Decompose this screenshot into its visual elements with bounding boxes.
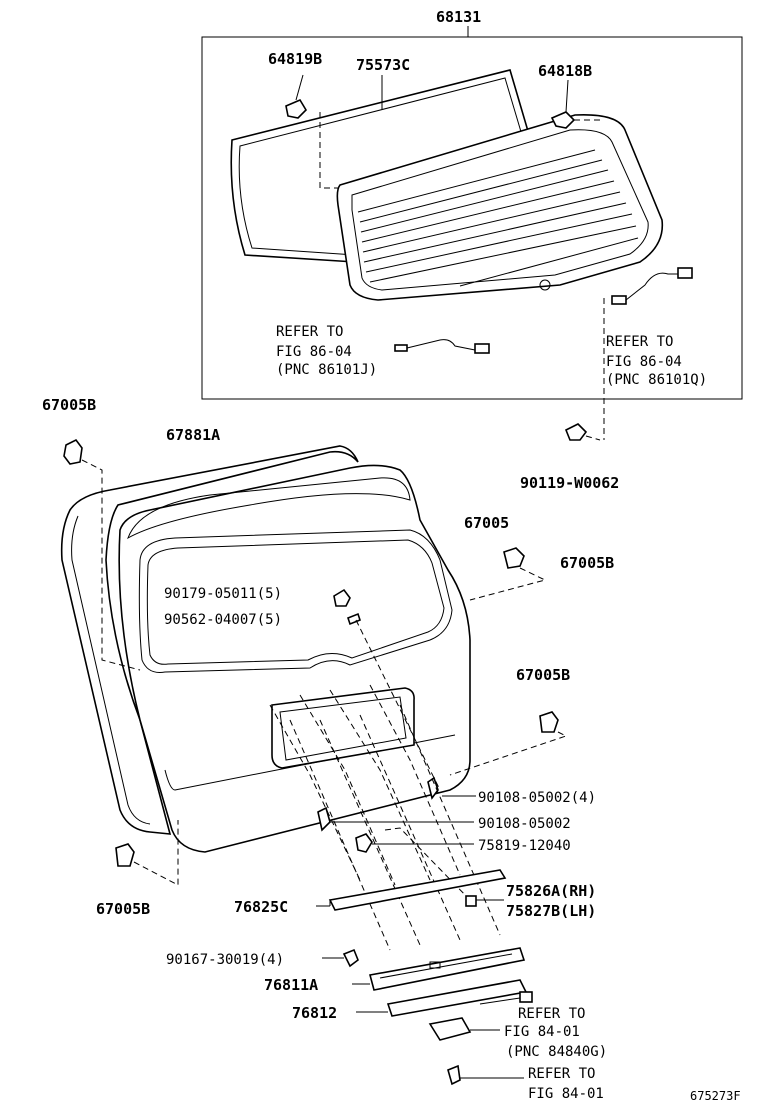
screw-90167-icon [322, 948, 359, 968]
wire-harness-right [603, 267, 693, 440]
label-75826a: 75826A(RH) [506, 882, 596, 900]
screw-90108-b-icon [317, 806, 474, 832]
emblem-75826a-icon [465, 895, 504, 907]
washer-90562-icon [347, 612, 441, 791]
label-67005b-c: 67005B [516, 666, 570, 684]
label-67005b-b: 67005B [560, 554, 614, 572]
label-76811a: 76811A [264, 976, 318, 994]
nut-90179-icon [333, 588, 351, 607]
label-67005b-d: 67005B [96, 900, 150, 918]
wire-harness-left [394, 339, 490, 354]
label-67881a: 67881A [166, 426, 220, 444]
ref-left-line1: REFER TO [276, 324, 343, 340]
label-90108-a: 90108-05002(4) [478, 790, 596, 806]
ref-right-line3: (PNC 86101Q) [606, 372, 707, 388]
ref-bottom1-line1: REFER TO [518, 1006, 585, 1022]
label-68131: 68131 [436, 8, 481, 26]
ref-bottom2-line1: REFER TO [528, 1066, 595, 1082]
clip-75819-icon [355, 833, 474, 853]
ref-bottom1-line2: FIG 84-01 [504, 1024, 580, 1040]
grommet-67005b-d-icon [115, 820, 179, 886]
ref-right-line2: FIG 86-04 [606, 354, 682, 370]
garnish-76811a [352, 947, 526, 991]
ref-bottom1-line3: (PNC 84840G) [506, 1044, 607, 1060]
back-window-glass [336, 113, 664, 301]
clip-64819b-icon [285, 74, 338, 189]
screw-bottom-icon [447, 1064, 524, 1086]
label-90562: 90562-04007(5) [164, 612, 282, 628]
ref-bottom2-line2: FIG 84-01 [528, 1086, 604, 1102]
grommet-67005b-a-icon [63, 438, 141, 671]
explode-lines [269, 684, 501, 951]
moulding-76825c [316, 869, 507, 911]
label-67005b-a: 67005B [42, 396, 96, 414]
label-90119: 90119-W0062 [520, 474, 619, 492]
label-75819: 75819-12040 [478, 838, 571, 854]
label-76812: 76812 [292, 1004, 337, 1022]
license-lamp-icon [428, 991, 533, 1041]
figure-code: 675273F [690, 1089, 741, 1103]
glass-assembly-box [201, 26, 743, 400]
label-90108-b: 90108-05002 [478, 816, 571, 832]
label-75827b: 75827B(LH) [506, 902, 596, 920]
label-64818b: 64818B [538, 62, 592, 80]
label-76825c: 76825C [234, 898, 288, 916]
label-90179: 90179-05011(5) [164, 586, 282, 602]
bolt-90119-icon [564, 423, 601, 441]
label-67005: 67005 [464, 514, 509, 532]
ref-left-line2: FIG 86-04 [276, 344, 352, 360]
label-64819b: 64819B [268, 50, 322, 68]
door-weatherstrip [60, 445, 359, 835]
grommet-67005b-b-icon [469, 547, 547, 601]
clip-64818b-icon [550, 79, 600, 129]
ref-left-line3: (PNC 86101J) [276, 362, 377, 378]
label-90167: 90167-30019(4) [166, 952, 284, 968]
grommet-67005b-c-icon [449, 711, 568, 776]
label-75573c: 75573C [356, 56, 410, 74]
ref-right-line1: REFER TO [606, 334, 673, 350]
back-door-panel [118, 464, 471, 853]
